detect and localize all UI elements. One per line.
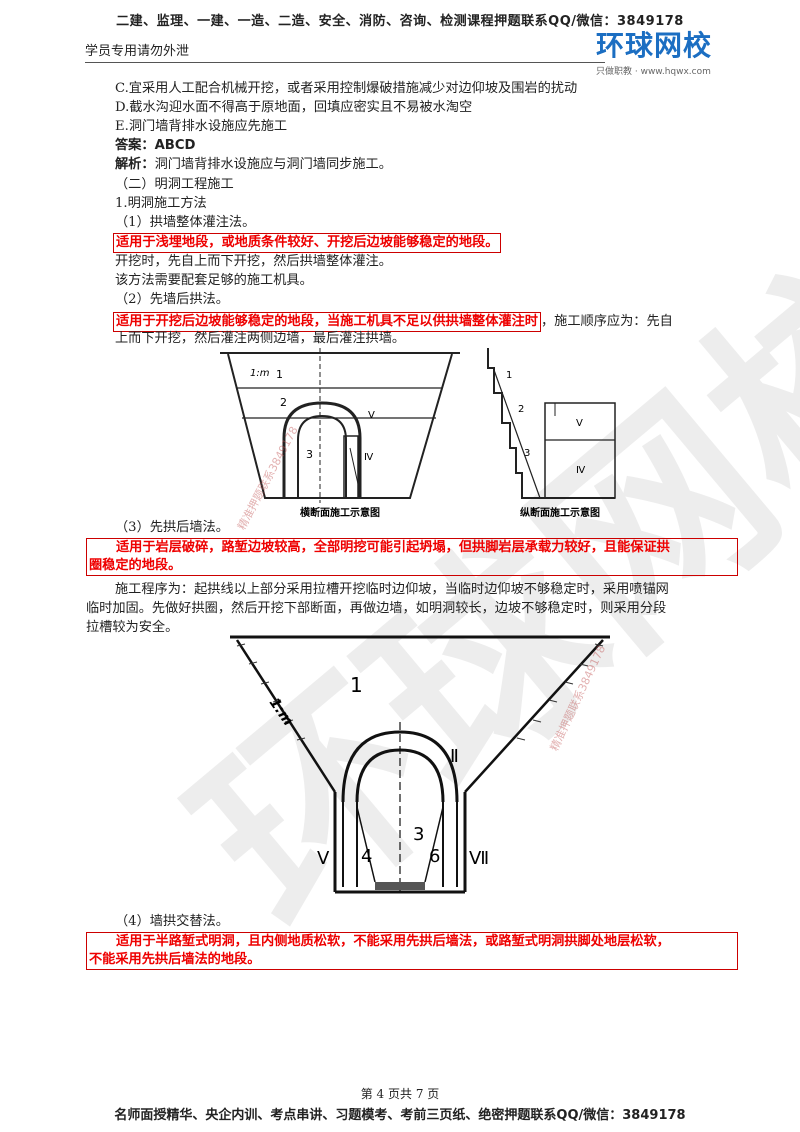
method-1-title: （1）拱墙整体灌注法。 <box>115 215 256 230</box>
header-divider <box>85 62 605 63</box>
method-3-text-3: 拉槽较为安全。 <box>86 620 179 635</box>
method-4-highlight-line-2: 不能采用先拱后墙法的地段。 <box>89 952 261 967</box>
zone-v-label: V <box>368 410 375 421</box>
slope-label: 1:m <box>250 368 270 379</box>
method-2-tail: ，施工顺序应为：先自 <box>541 314 673 329</box>
long-zone-v-label: V <box>576 418 583 429</box>
sub-title: 1.明洞施工方法 <box>115 196 207 211</box>
method-2-title: （2）先墙后拱法。 <box>115 292 229 307</box>
right-wall-label: 6 <box>429 846 440 867</box>
option-e: E.洞门墙背排水设施应先施工 <box>115 119 288 134</box>
footer-ad: 名师面授精华、央企内训、考点串讲、习题模考、考前三页纸、绝密押题联系QQ/微信：… <box>114 1108 686 1123</box>
method-4-highlight-box: 适用于半路堑式明洞，且内侧地质松软，不能采用先拱后墙法，或路堑式明洞拱脚处地层松… <box>86 932 738 970</box>
long-zone-2-label: 2 <box>518 404 524 415</box>
longitudinal-section-diagram: 1 2 3 V Ⅳ 纵断面施工示意图 <box>487 348 616 518</box>
zone-iv-label: Ⅳ <box>364 452 374 463</box>
method-3-highlight-line-1: 适用于岩层破碎，路堑边坡较高，全部明挖可能引起坍塌，但拱脚岩层承载力较好，且能保… <box>116 540 670 555</box>
long-zone-3-label: 3 <box>524 448 530 459</box>
option-c: C.宜采用人工配合机械开挖，或者采用控制爆破措施减少对边仰坡及围岩的扰动 <box>115 81 578 96</box>
zone-2-label: 2 <box>280 396 287 409</box>
method-3-highlight: 适用于岩层破碎，路堑边坡较高，全部明挖可能引起坍塌，但拱脚岩层承载力较好，且能保… <box>86 538 738 576</box>
method-3-title: （3）先拱后墙法。 <box>115 520 229 535</box>
method-4-highlight-line-1: 适用于半路堑式明洞，且内侧地质松软，不能采用先拱后墙法，或路堑式明洞拱脚处地层松… <box>116 934 670 949</box>
section-title: （二）明洞工程施工 <box>115 177 234 192</box>
method-2-highlight: 适用于开挖后边坡能够稳定的地段，当施工机具不足以供拱墙整体灌注时 <box>113 312 541 332</box>
answer-value: ABCD <box>154 138 196 153</box>
cross-section-diagram: 1:m 1 2 3 V Ⅳ 横断面施工示意图 <box>220 348 460 518</box>
method-4-title: （4）墙拱交替法。 <box>115 914 229 929</box>
zone-1-label: 1 <box>350 673 363 697</box>
answer-label: 答案： <box>115 138 155 153</box>
longitudinal-section-caption: 纵断面施工示意图 <box>520 506 600 518</box>
analysis-label: 解析： <box>115 157 155 172</box>
right-side-label: Ⅶ <box>469 848 489 869</box>
figure-2-arch-first-diagram: 1 1:m Ⅱ 3 4 6 V Ⅶ <box>230 635 610 894</box>
core-label: 3 <box>413 824 424 845</box>
method-3-text-2: 临时加固。先做好拱圈，然后开挖下部断面，再做边墙，如明洞较长，边坡不够稳定时，则… <box>86 601 667 616</box>
method-3-text-1: 施工程序为：起拱线以上部分采用拉槽开挖临时边仰坡，当临时边仰坡不够稳定时，采用喷… <box>115 582 669 597</box>
page-number: 第 4 页共 7 页 <box>360 1087 440 1101</box>
answer-line: 答案：ABCD <box>115 137 195 155</box>
option-d: D.截水沟迎水面不得高于原地面，回填应密实且不易被水淘空 <box>115 100 473 115</box>
method-3-highlight-line-2: 圈稳定的地段。 <box>89 558 182 573</box>
zone-3-label: 3 <box>306 448 313 461</box>
top-banner: 二建、监理、一建、一造、二造、安全、消防、咨询、检测课程押题联系QQ/微信：38… <box>116 14 684 29</box>
long-zone-1-label: 1 <box>506 370 512 381</box>
figure-1-section-diagrams: 1:m 1 2 3 V Ⅳ 横断面施工示意图 1 2 3 V Ⅳ 纵断面施工示意… <box>220 348 616 518</box>
analysis-line: 解析：洞门墙背排水设施应与洞门墙同步施工。 <box>115 156 392 174</box>
logo-subtitle: 只做职教 · www.hqwx.com <box>596 67 711 77</box>
arch-label: Ⅱ <box>450 746 459 767</box>
method-2-text-2: 上而下开挖，然后灌注两侧边墙，最后灌注拱墙。 <box>115 331 406 346</box>
method-2-line: 适用于开挖后边坡能够稳定的地段，当施工机具不足以供拱墙整体灌注时，施工顺序应为：… <box>113 310 673 332</box>
cross-section-caption: 横断面施工示意图 <box>300 506 380 518</box>
logo-title: 环球网校 <box>596 29 713 62</box>
zone-1-label: 1 <box>276 368 283 381</box>
left-side-label: V <box>317 848 330 869</box>
confidential-note: 学员专用请勿外泄 <box>85 44 190 59</box>
long-zone-iv-label: Ⅳ <box>576 465 586 476</box>
method-1-text-1: 开挖时，先自上而下开挖，然后拱墙整体灌注。 <box>115 254 392 269</box>
method-1-text-2: 该方法需要配套足够的施工机具。 <box>115 273 313 288</box>
left-wall-label: 4 <box>361 846 372 867</box>
analysis-text: 洞门墙背排水设施应与洞门墙同步施工。 <box>154 157 392 172</box>
method-1-highlight: 适用于浅埋地段，或地质条件较好、开挖后边坡能够稳定的地段。 <box>113 233 502 253</box>
brand-logo: 环球网校 只做职教 · www.hqwx.com <box>596 30 736 82</box>
